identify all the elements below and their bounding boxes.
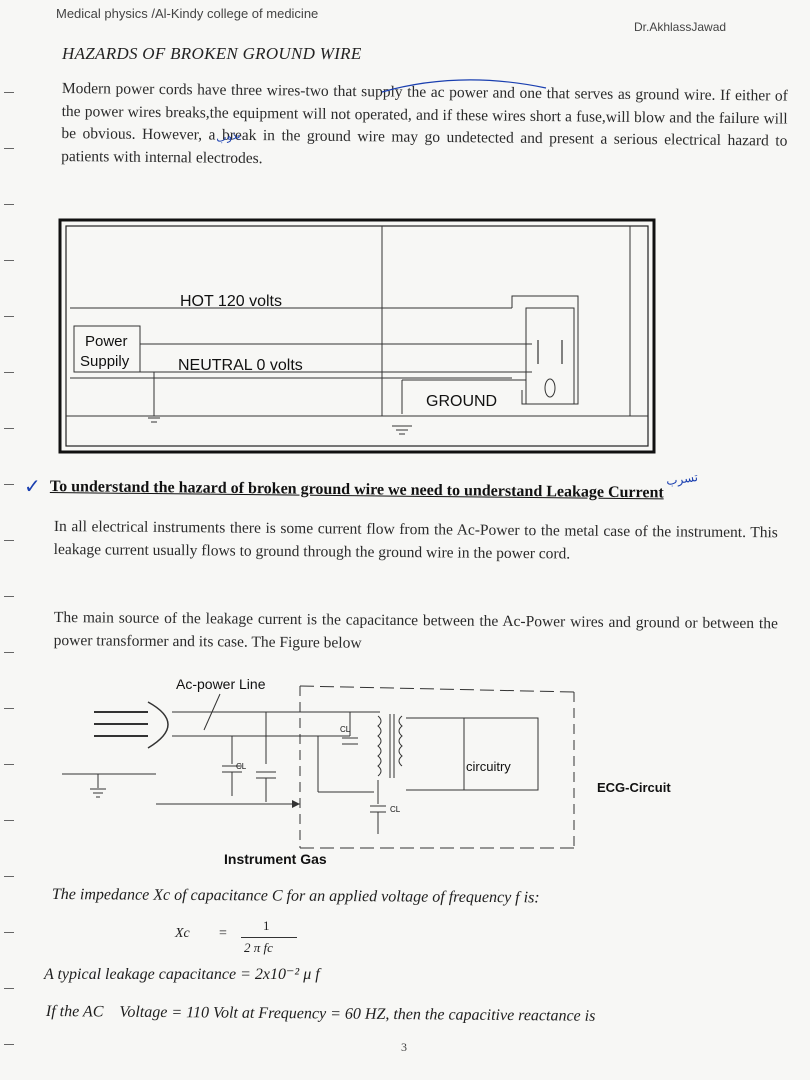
page-number: 3 xyxy=(401,1040,407,1054)
paragraph-leakage-flow: In all electrical instruments there is s… xyxy=(53,517,778,563)
section-heading-leakage: To understand the hazard of broken groun… xyxy=(49,478,664,502)
power-label: Power xyxy=(85,333,128,350)
handwritten-note-2: تسرب xyxy=(665,469,699,489)
pen-arc-annotation xyxy=(381,79,547,93)
internal-electrode xyxy=(544,378,556,398)
paragraph-leakage-source: The main source of the leakage current i… xyxy=(53,608,778,652)
case-dash-top xyxy=(299,685,575,693)
ground-label: GROUND xyxy=(426,393,497,410)
equipment-case xyxy=(525,307,575,405)
figure1-border-inner xyxy=(65,225,649,447)
fraction-bar xyxy=(241,937,297,938)
ac-voltage-line: If the AC Voltage = 110 Volt at Frequenc… xyxy=(45,1003,596,1025)
plug-body xyxy=(147,701,169,749)
cl-label-2: CL xyxy=(340,725,351,734)
power-supply-box xyxy=(73,325,141,373)
cl-label-3: CL xyxy=(390,805,401,814)
primary-coil xyxy=(377,715,382,777)
circuitry-label: circuitry xyxy=(466,759,511,774)
header-author: Dr.AkhlassJawad xyxy=(634,20,727,34)
secondary-coil xyxy=(398,715,403,767)
handwritten-check-mark: ✓ xyxy=(24,476,41,498)
figure-leakage-capacitance: Ac-power Line CL CL CL circuitry ECG-Cir… xyxy=(62,676,671,867)
ecg-circuit-label: ECG-Circuit xyxy=(597,780,671,795)
leakage-capacitance-line: A typical leakage capacitance = 2x10⁻² μ… xyxy=(44,966,320,983)
bus-arrow xyxy=(292,800,300,808)
header-course: Medical physics /Al-Kindy college of med… xyxy=(56,6,319,21)
fraction-numerator: 1 xyxy=(263,918,270,933)
equals-sign: = xyxy=(219,926,227,941)
neutral-label: NEUTRAL 0 volts xyxy=(178,357,303,374)
hot-label: HOT 120 volts xyxy=(180,293,282,310)
figure1-border-outer xyxy=(58,218,656,454)
instrument-label: Instrument Gas xyxy=(224,851,327,867)
cl-label-1: CL xyxy=(236,762,247,771)
page-title: HAZARDS OF BROKEN GROUND WIRE xyxy=(62,44,362,63)
fraction-denominator: 2 π fc xyxy=(244,940,273,955)
ac-power-line-label: Ac-power Line xyxy=(176,676,266,692)
circuitry-box xyxy=(463,717,539,791)
figure-ground-wire: HOT 120 volts NEUTRAL 0 volts Power Supp… xyxy=(58,218,656,454)
supply-label: Suppily xyxy=(80,353,130,370)
xc-symbol: Xc xyxy=(175,926,190,941)
hot-wire-jog xyxy=(511,295,579,405)
formula-intro: The impedance Xc of capacitance C for an… xyxy=(51,886,540,907)
